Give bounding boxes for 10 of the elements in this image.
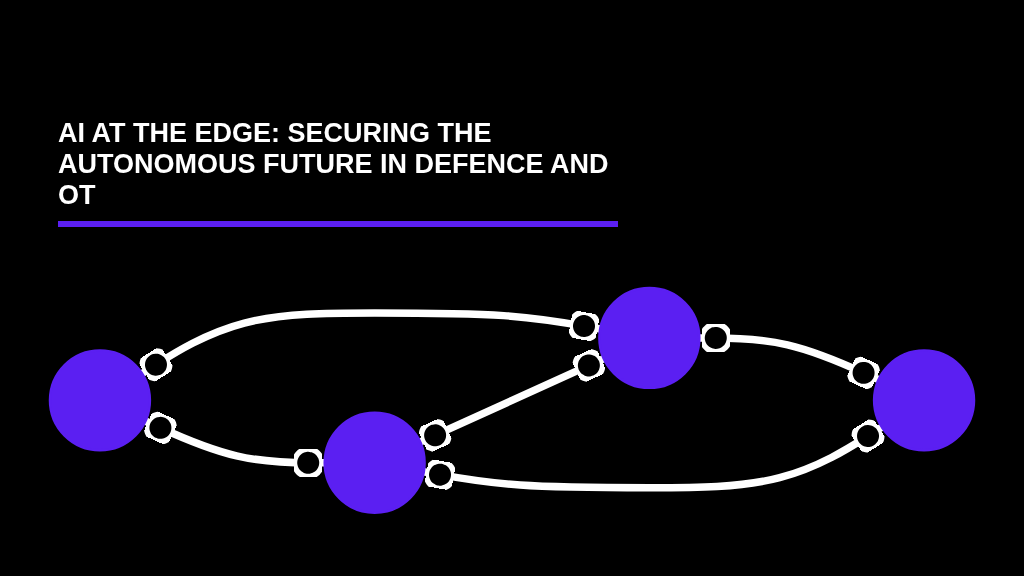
connector bbox=[143, 411, 325, 479]
connector bbox=[418, 348, 606, 452]
title: AI AT THE EDGE: SECURING THE AUTONOMOUS FUTURE IN DEFENCE AND OT bbox=[58, 118, 618, 228]
node-circle bbox=[872, 348, 976, 452]
node-circle bbox=[598, 286, 701, 389]
connector bbox=[423, 419, 885, 492]
node-circle bbox=[323, 411, 426, 514]
connector bbox=[699, 321, 881, 389]
connector bbox=[139, 308, 601, 381]
node-circle bbox=[48, 348, 152, 452]
